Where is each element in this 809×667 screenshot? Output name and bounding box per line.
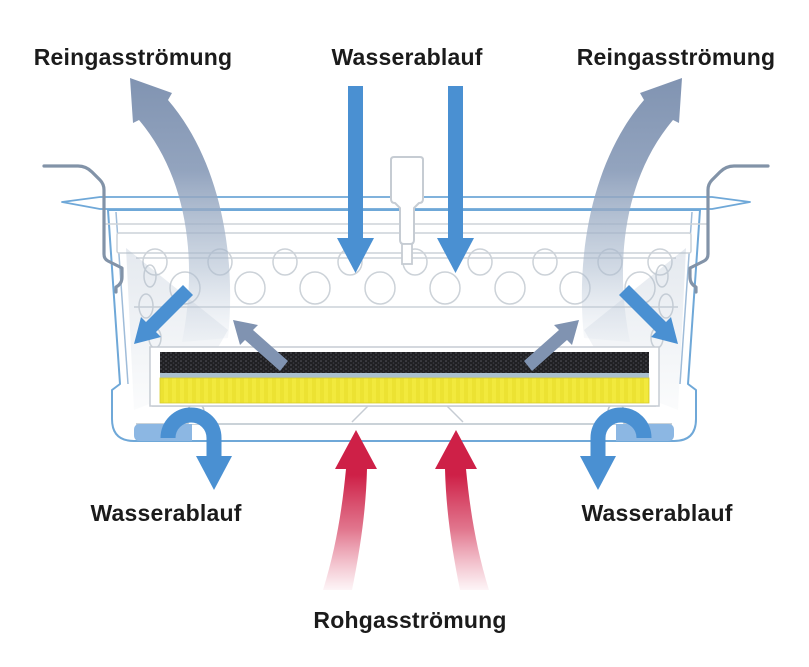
label-water-drain-top: Wasserablauf <box>331 44 483 70</box>
filtered-gas-arrows <box>233 320 579 371</box>
clamp-bracket-left <box>42 164 124 294</box>
label-water-drain-bottom-right: Wasserablauf <box>581 500 733 526</box>
water-uturn-head-right <box>580 456 616 490</box>
label-water-drain-bottom-left: Wasserablauf <box>90 500 242 526</box>
filtered-gas-arrow-left <box>233 320 288 371</box>
water-uturn-curve-left <box>160 407 222 458</box>
filter-layer-black <box>160 352 649 373</box>
clean-gas-ribbon-left <box>130 78 231 342</box>
tray-rib-outer <box>351 405 464 423</box>
water-uturn-head-left <box>196 456 232 490</box>
water-inlet-shaft-right <box>448 86 463 238</box>
filter-layer-divider <box>160 373 649 378</box>
water-wall-arrow-left <box>134 285 193 344</box>
center-plug-stem <box>401 243 413 265</box>
label-raw-gas: Rohgasströmung <box>313 607 507 633</box>
clean-gas-ribbon-right <box>581 78 682 342</box>
water-inlet-shaft-left <box>348 86 363 238</box>
label-clean-gas-right: Reingasströmung <box>576 44 776 70</box>
filtered-gas-arrow-right <box>524 320 579 371</box>
clamp-brackets <box>42 164 770 294</box>
raw-gas-arrows <box>323 430 489 590</box>
raw-gas-arrow-right <box>435 430 489 590</box>
water-inlet-head-right <box>437 238 474 273</box>
center-plug <box>390 156 424 245</box>
filter-layer-yellow <box>159 377 650 404</box>
lid <box>61 156 751 265</box>
water-inlet-head-left <box>337 238 374 273</box>
raw-gas-arrow-left <box>323 430 377 590</box>
water-uturn-curve-right <box>590 407 652 458</box>
water-wall-arrow-right <box>619 285 678 344</box>
clean-gas-ribbons <box>130 78 682 342</box>
water-inlet-arrows <box>337 86 474 273</box>
clamp-bracket-right <box>688 164 770 294</box>
label-clean-gas-left: Reingasströmung <box>33 44 233 70</box>
water-drain-arrows <box>160 407 652 490</box>
water-wall-arrows <box>134 285 678 344</box>
filter-element <box>149 346 660 407</box>
